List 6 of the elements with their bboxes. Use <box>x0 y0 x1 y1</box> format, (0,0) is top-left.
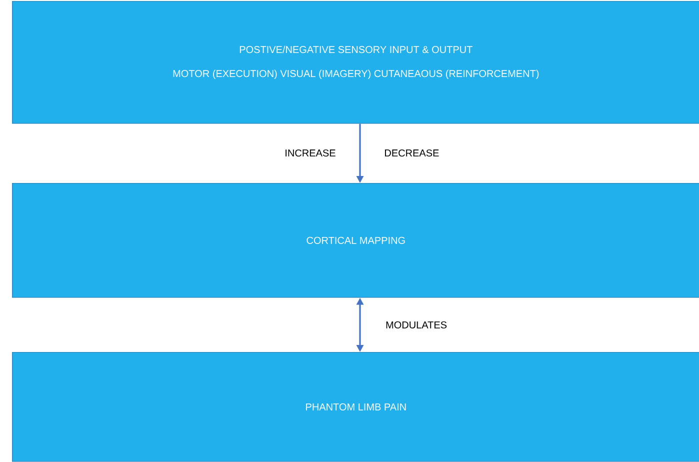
process-box: PHANTOM LIMB PAIN <box>12 352 699 462</box>
edge-label: MODULATES <box>386 321 447 328</box>
process-box: POSTIVE/NEGATIVE SENSORY INPUT & OUTPUT MOTOR (EXECUTION) VISUAL (IMAGERY) CUTANEAOUS (REINFORCEMENT) <box>12 1 699 124</box>
process-box: CORTICAL MAPPING <box>12 183 699 298</box>
arrow-label: DECREASE <box>385 149 439 157</box>
arrow-label: INCREASE <box>286 149 336 157</box>
